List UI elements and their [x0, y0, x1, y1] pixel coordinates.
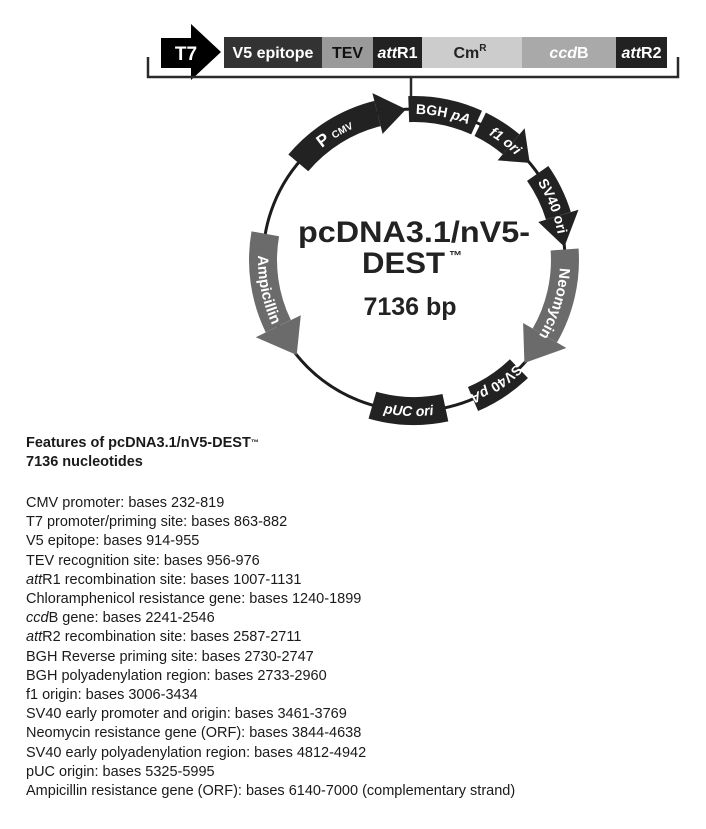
segment-v5-epitope-label: V5 epitope	[233, 45, 314, 62]
feature-row: pUC origin: bases 5325-5995	[26, 763, 215, 780]
plasmid-name-line1: pcDNA3.1/nV5-	[298, 216, 530, 249]
neomycin-arrowhead	[523, 323, 567, 363]
segment-ccdb-label: ccdB	[549, 45, 588, 62]
segment-tev-label: TEV	[332, 45, 363, 62]
feature-row: TEV recognition site: bases 956-976	[26, 552, 260, 569]
feature-f1-ori: f1 ori	[474, 112, 530, 163]
segment-v5-epitope	[224, 37, 322, 68]
plasmid-map: T7 V5 epitope TEV attR1 CmR ccdB attR2 P…	[146, 24, 680, 425]
feature-row: ccdB gene: bases 2241-2546	[26, 610, 215, 627]
pcmv-arrowhead	[372, 93, 407, 134]
feature-sv40-pa: SV40pA	[467, 359, 528, 411]
sv40-ori-arrowhead	[538, 209, 579, 247]
feature-row: f1 origin: bases 3006-3434	[26, 687, 198, 704]
features-subtitle: 7136 nucleotides	[26, 454, 143, 471]
feature-row: BGH Reverse priming site: bases 2730-274…	[26, 648, 314, 665]
circular-map: PCMV BGHpA f1 ori SV40 ori Neomycin	[249, 93, 579, 425]
feature-neomycin: Neomycin	[523, 248, 579, 363]
features-title-text: Features of pcDNA3.1/nV5-DEST	[26, 435, 251, 451]
feature-row: Neomycin resistance gene (ORF): bases 38…	[26, 725, 362, 742]
feature-row: BGH polyadenylation region: bases 2733-2…	[26, 667, 327, 684]
feature-sv40-ori: SV40 ori	[526, 165, 579, 247]
feature-row: SV40 early polyadenylation region: bases…	[26, 744, 367, 761]
feature-row: attR2 recombination site: bases 2587-271…	[26, 629, 302, 646]
feature-row: T7 promoter/priming site: bases 863-882	[26, 514, 288, 531]
feature-puc-ori: pUC ori	[368, 391, 449, 425]
bgh-pa-label: BGHpA	[416, 101, 473, 127]
segment-cmr-label: CmR	[453, 43, 487, 62]
feature-bgh-pa: BGHpA	[408, 96, 482, 135]
feature-ampicillin: Ampicillin	[249, 231, 301, 355]
plasmid-name-line2: DEST	[362, 247, 445, 280]
features-title: Features of pcDNA3.1/nV5-DEST™	[26, 434, 515, 453]
segment-attr1-label: attR1	[377, 45, 417, 62]
puc-ori-label: pUC ori	[382, 400, 435, 419]
t7-promoter-arrow	[161, 24, 221, 80]
segment-attr2-label: attR2	[621, 45, 661, 62]
segment-attr1	[373, 37, 422, 68]
insert-bracket	[146, 57, 680, 79]
t7-label: T7	[175, 44, 197, 65]
feature-pcmv: PCMV	[288, 93, 407, 172]
feature-row: Ampicillin resistance gene (ORF): bases …	[26, 783, 516, 800]
f1-ori-arrowhead	[497, 128, 530, 163]
feature-row: CMV promoter: bases 232-819	[26, 495, 225, 511]
features-title-trademark: ™	[250, 438, 259, 447]
features-list: CMV promoter: bases 232-819 T7 promoter/…	[26, 494, 515, 801]
plasmid-size: 7136 bp	[363, 293, 456, 321]
feature-row: SV40 early promoter and origin: bases 34…	[26, 706, 347, 723]
linear-map: T7 V5 epitope TEV attR1 CmR ccdB attR2	[146, 24, 680, 98]
feature-row: Chloramphenicol resistance gene: bases 1…	[26, 591, 362, 608]
segment-cmr	[422, 37, 522, 68]
features-section: Features of pcDNA3.1/nV5-DEST™ 7136 nucl…	[26, 434, 515, 801]
segment-ccdb	[522, 37, 616, 68]
ampicillin-arrowhead	[255, 315, 301, 355]
trademark-symbol: ™	[449, 248, 462, 263]
segment-tev	[322, 37, 373, 68]
feature-row: V5 epitope: bases 914-955	[26, 533, 200, 550]
feature-row: attR1 recombination site: bases 1007-113…	[26, 571, 302, 588]
segment-attr2	[616, 37, 667, 68]
